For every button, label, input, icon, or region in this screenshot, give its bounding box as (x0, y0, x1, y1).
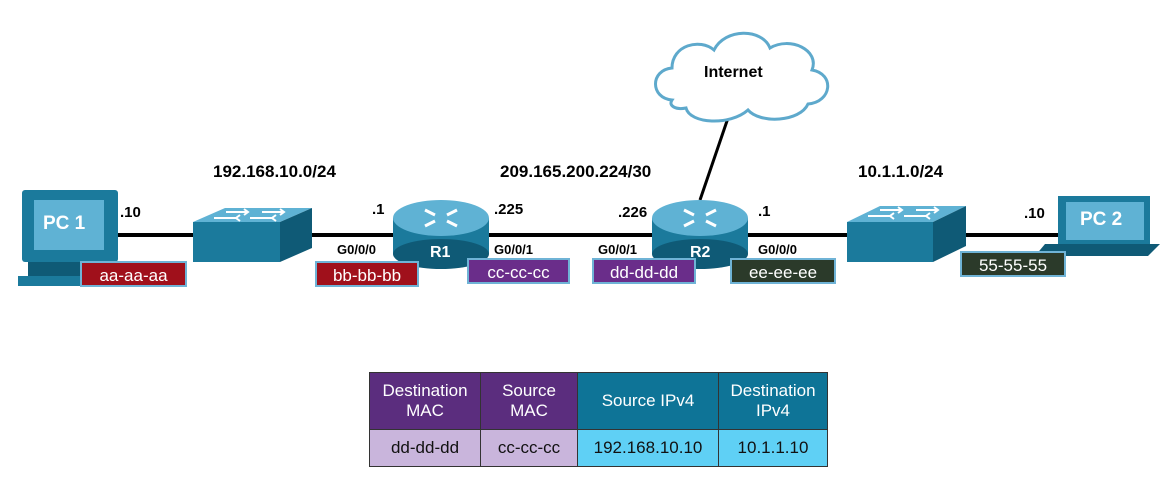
r2-g001-mac-badge: dd-dd-dd (592, 258, 696, 284)
lan2-network-label: 10.1.1.0/24 (858, 162, 944, 181)
r1-g000-port-label: G0/0/0 (337, 242, 377, 257)
header-line: MAC (510, 401, 548, 420)
header-line: IPv4 (755, 401, 791, 420)
header-source-mac: Source MAC (480, 372, 578, 430)
link-r2-internet (698, 117, 730, 201)
cell-source-ipv4: 192.168.10.10 (577, 429, 719, 467)
cell-destination-mac: dd-dd-dd (369, 429, 481, 467)
header-line: Source (502, 381, 556, 400)
router-r1-icon (393, 200, 489, 269)
header-destination-mac: Destination MAC (369, 372, 481, 430)
lan1-network-label: 192.168.10.0/24 (213, 162, 336, 181)
switch-2-icon (847, 206, 966, 262)
r1-g001-port-label: G0/0/1 (494, 242, 534, 257)
internet-label: Internet (704, 64, 763, 81)
header-line: Destination (382, 381, 468, 400)
cell-source-mac: cc-cc-cc (480, 429, 578, 467)
pc1-label: PC 1 (43, 213, 86, 234)
pc2-mac-badge: 55-55-55 (960, 251, 1066, 277)
pc1-ip-label: .10 (120, 204, 141, 221)
switch-1-icon (193, 208, 312, 262)
r1-label: R1 (430, 244, 451, 261)
header-line: Destination (730, 381, 816, 400)
header-line: Source IPv4 (601, 391, 695, 410)
header-line: MAC (406, 401, 444, 420)
table-row: dd-dd-dd cc-cc-cc 192.168.10.10 10.1.1.1… (369, 429, 828, 467)
header-destination-ipv4: Destination IPv4 (718, 372, 828, 430)
r1-g000-ip-label: .1 (372, 201, 385, 218)
r2-label: R2 (690, 244, 711, 261)
header-source-ipv4: Source IPv4 (577, 372, 719, 430)
table-header-row: Destination MAC Source MAC Source IPv4 D… (369, 372, 828, 430)
r1-g000-mac-badge: bb-bb-bb (315, 261, 419, 287)
r2-g001-port-label: G0/0/1 (598, 242, 638, 257)
pc1-mac-badge: aa-aa-aa (80, 261, 187, 287)
r2-g000-port-label: G0/0/0 (758, 242, 798, 257)
r1-g001-ip-label: .225 (494, 201, 524, 218)
r2-g000-mac-badge: ee-ee-ee (730, 258, 836, 284)
internet-cloud-icon (654, 31, 830, 123)
frame-header-table: Destination MAC Source MAC Source IPv4 D… (369, 372, 828, 467)
r2-g001-ip-label: .226 (618, 204, 648, 221)
router-r2-icon (652, 200, 748, 269)
r1-g001-mac-badge: cc-cc-cc (467, 258, 570, 284)
r2-g000-ip-label: .1 (758, 203, 771, 220)
cell-destination-ipv4: 10.1.1.10 (718, 429, 828, 467)
pc2-laptop-icon (1035, 196, 1160, 256)
pc2-label: PC 2 (1080, 209, 1123, 230)
pc2-ip-label: .10 (1024, 205, 1045, 222)
wan-network-label: 209.165.200.224/30 (500, 162, 652, 181)
